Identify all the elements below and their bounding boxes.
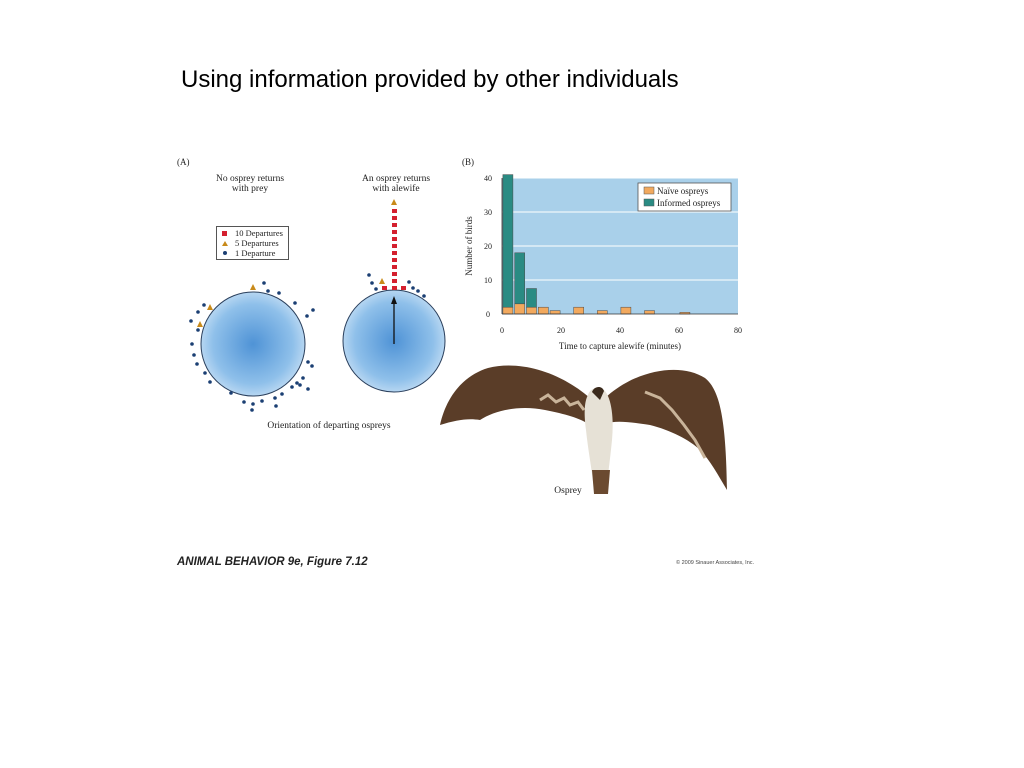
osprey-label: Osprey (554, 486, 582, 496)
panel-a-label: (A) (177, 157, 190, 167)
y-tick-label: 30 (484, 208, 492, 217)
x-axis-label: Time to capture alewife (minutes) (559, 341, 681, 351)
informed-bar (526, 288, 537, 308)
return-caption-line1: An osprey returns (361, 174, 431, 184)
legend-naive-label: Naïve ospreys (657, 186, 709, 196)
panel-b-label: (B) (462, 157, 474, 167)
y-tick-label: 40 (484, 174, 492, 183)
y-tick-label: 10 (484, 276, 492, 285)
no-return-caption-line1: No osprey returns (215, 174, 285, 184)
legend-informed-label: Informed ospreys (657, 198, 721, 208)
left-circle (200, 291, 306, 397)
x-tick-labels: 0 20 40 60 80 (500, 326, 742, 335)
informed-bar (502, 174, 514, 308)
book-caption: ANIMAL BEHAVIOR 9e, Figure 7.12 (177, 556, 368, 568)
departures-legend: 10 Departures 5 Departures 1 Departure (216, 226, 289, 260)
left-departure-triangles (197, 284, 256, 327)
right-departure-squares (382, 209, 406, 290)
legend-informed-swatch (643, 198, 655, 207)
chart-legend: Naïve ospreys Informed ospreys (637, 182, 732, 212)
right-departure-dots (367, 273, 426, 298)
no-return-caption-line2: with prey (231, 184, 269, 194)
y-tick-labels: 0 10 20 30 40 (484, 174, 492, 319)
arrow-up-icon (391, 296, 397, 304)
right-top-triangle (391, 199, 397, 205)
x-tick-label: 0 (500, 326, 504, 335)
x-tick-label: 80 (734, 326, 742, 335)
return-caption: An osprey returns with alewife (346, 174, 446, 194)
left-departure-dots (189, 281, 315, 412)
x-tick-label: 20 (557, 326, 565, 335)
orientation-caption: Orientation of departing ospreys (267, 421, 391, 431)
grid-lines (502, 177, 738, 281)
slide-title: Using information provided by other indi… (181, 66, 679, 93)
triangle-marker-icon (222, 241, 228, 246)
legend-one-label: 1 Departure (235, 248, 276, 258)
x-tick-label: 40 (616, 326, 624, 335)
right-side-triangle (379, 278, 385, 284)
legend-row-ten: 10 Departures (217, 229, 288, 238)
square-marker-icon (222, 231, 227, 236)
informed-bar (514, 252, 525, 305)
legend-row-one: 1 Departure (217, 249, 288, 258)
return-caption-line2: with alewife (372, 184, 420, 194)
x-tick-label: 60 (675, 326, 683, 335)
osprey-bird (440, 365, 727, 494)
legend-naive-swatch (643, 186, 655, 195)
legend-row-five: 5 Departures (217, 239, 288, 248)
y-tick-label: 0 (486, 310, 490, 319)
no-return-caption: No osprey returns with prey (200, 174, 300, 194)
legend-five-label: 5 Departures (235, 238, 279, 248)
dot-marker-icon (223, 251, 227, 255)
y-axis-label: Number of birds (464, 216, 474, 276)
y-tick-label: 20 (484, 242, 492, 251)
copyright: © 2009 Sinauer Associates, Inc. (676, 560, 755, 566)
legend-ten-label: 10 Departures (235, 228, 283, 238)
